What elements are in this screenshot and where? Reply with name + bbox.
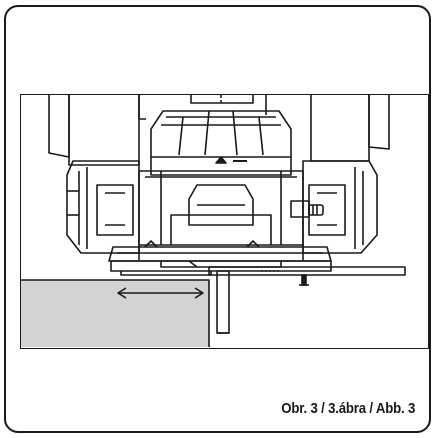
right-grip: [290, 160, 378, 254]
saw-illustration: [20, 94, 429, 349]
rip-fence: [208, 266, 406, 334]
blade-guard: [138, 245, 304, 268]
figure-panel: Obr. 3 / 3.ábra / Abb. 3: [4, 5, 431, 433]
base-plate: [108, 240, 332, 276]
saw-body: [138, 156, 304, 246]
left-grip: [66, 160, 140, 254]
figure-caption: Obr. 3 / 3.ábra / Abb. 3: [281, 400, 415, 417]
double-headed-arrow-icon: [117, 287, 204, 299]
depth-knob-icon: [290, 200, 324, 218]
motor-housing: [48, 95, 390, 166]
circular-saw-drawing: [21, 95, 406, 347]
saw-top-handle: [150, 110, 292, 176]
workpiece: [21, 279, 210, 347]
